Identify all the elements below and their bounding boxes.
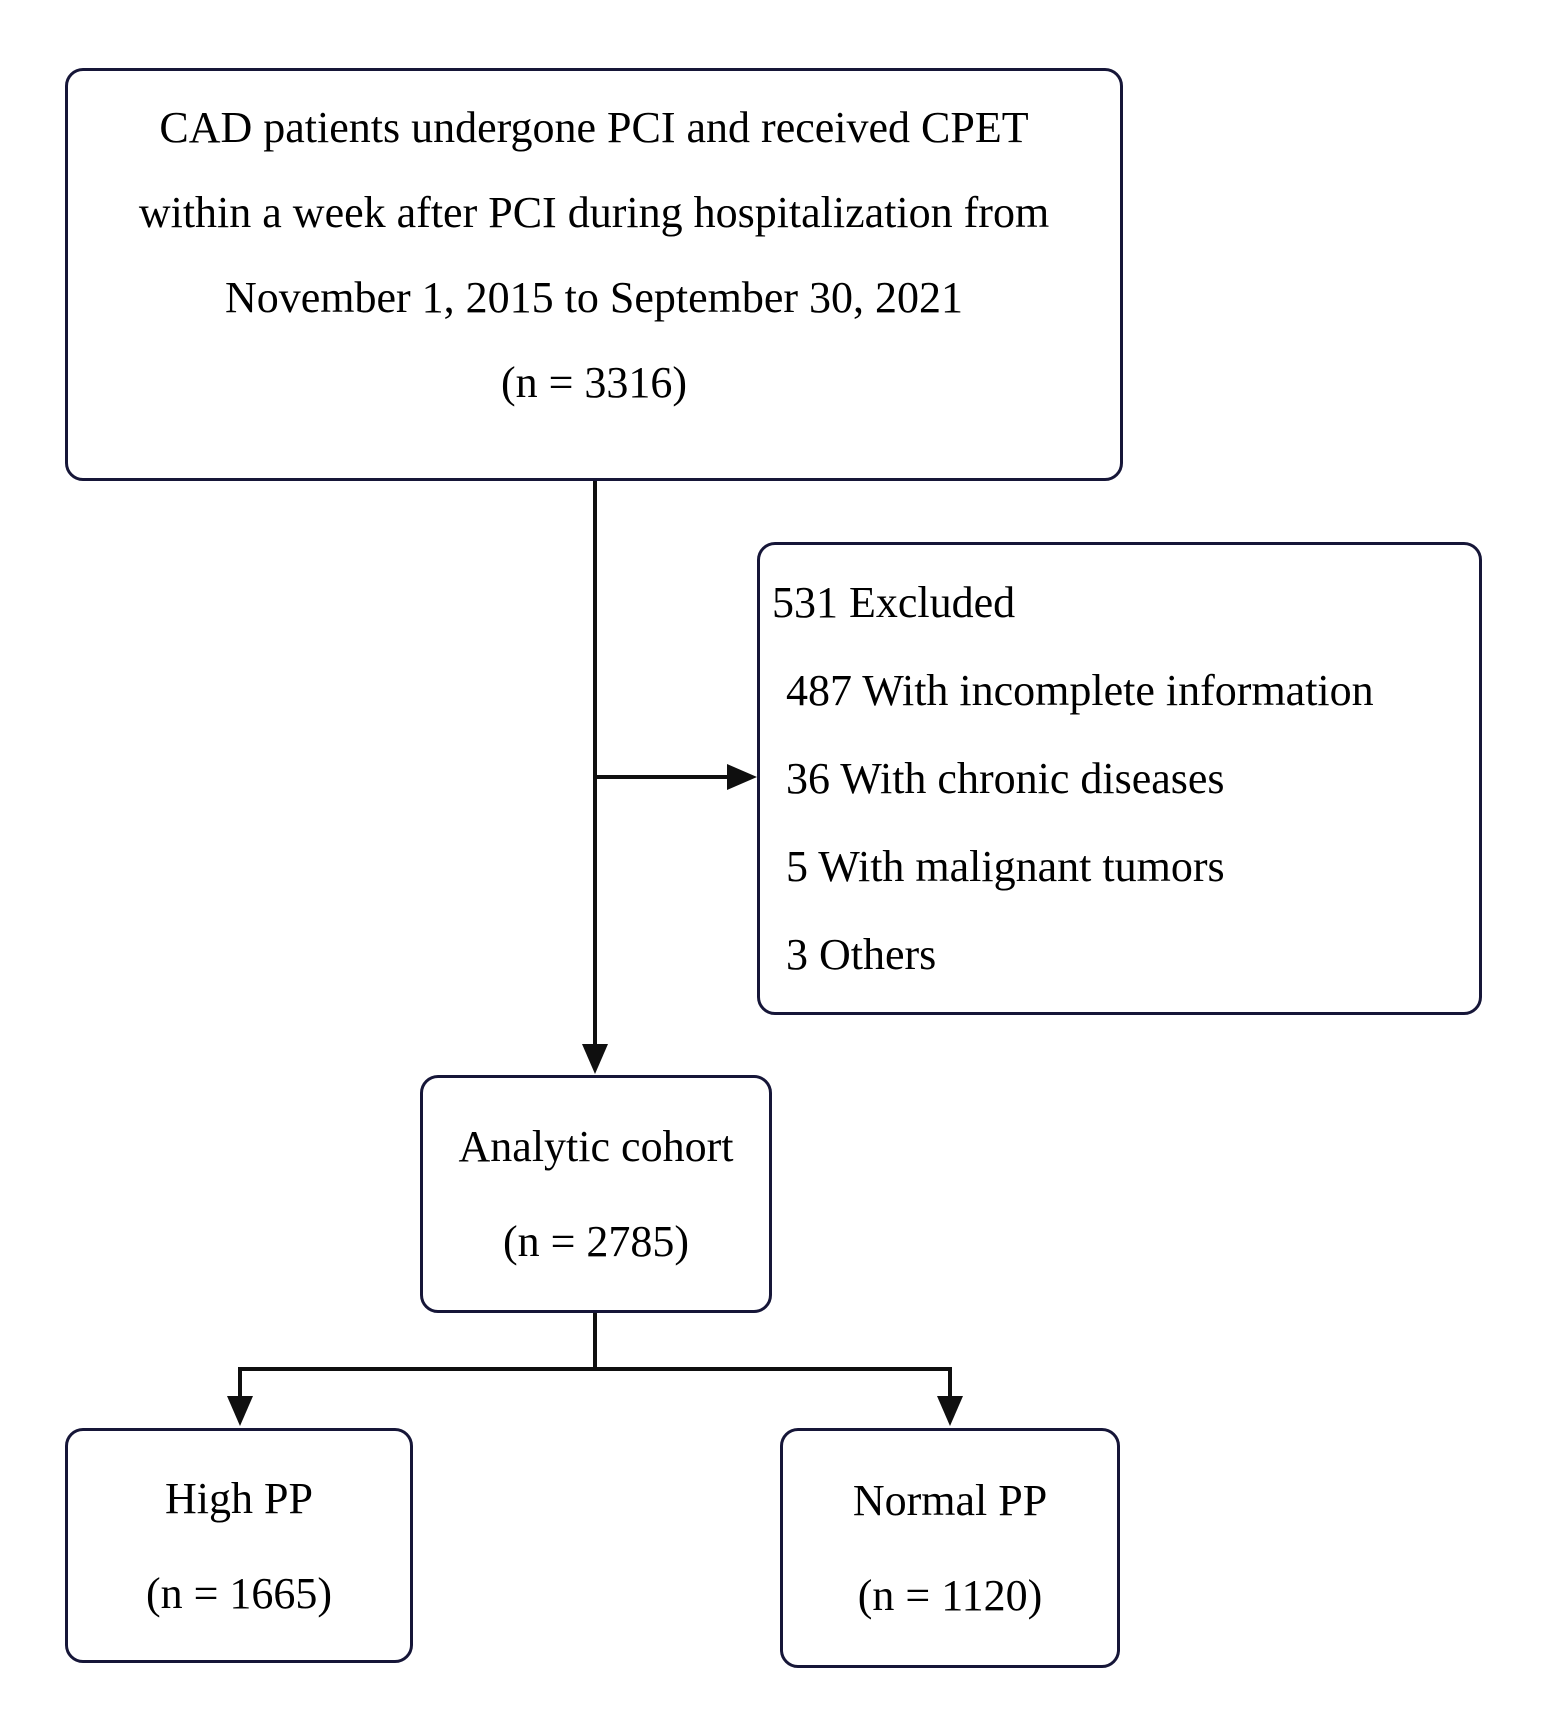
enrollment-box: CAD patients undergone PCI and received … bbox=[65, 68, 1123, 481]
analytic-cohort-label: Analytic cohort bbox=[458, 1122, 734, 1171]
arrowhead-down-analytic bbox=[582, 1044, 608, 1074]
connector-right-drop bbox=[948, 1367, 952, 1397]
high-pp-count: (n = 1665) bbox=[145, 1568, 333, 1618]
normal-pp-label: Normal PP bbox=[852, 1476, 1048, 1525]
excluded-item-chronic-diseases: 36 With chronic diseases bbox=[786, 753, 1225, 803]
enrollment-line-2: within a week after PCI during hospitali… bbox=[138, 188, 1050, 237]
excluded-box: 531 Excluded 487 With incomplete informa… bbox=[757, 542, 1482, 1015]
arrowhead-down-high-pp bbox=[227, 1396, 253, 1426]
connector-excluded-horizontal bbox=[595, 775, 727, 779]
enrollment-line-1: CAD patients undergone PCI and received … bbox=[159, 103, 1029, 152]
excluded-header: 531 Excluded bbox=[772, 577, 1016, 627]
connector-branch-horizontal bbox=[238, 1367, 952, 1371]
arrowhead-right-excluded bbox=[727, 764, 757, 790]
excluded-item-others: 3 Others bbox=[786, 929, 937, 979]
connector-main-vertical bbox=[593, 481, 597, 1044]
analytic-cohort-box: Analytic cohort (n = 2785) bbox=[420, 1075, 772, 1313]
arrowhead-down-normal-pp bbox=[937, 1396, 963, 1426]
normal-pp-box: Normal PP (n = 1120) bbox=[780, 1428, 1120, 1668]
excluded-item-malignant-tumors: 5 With malignant tumors bbox=[786, 841, 1225, 891]
enrollment-count: (n = 3316) bbox=[500, 358, 688, 407]
high-pp-box: High PP (n = 1665) bbox=[65, 1428, 413, 1663]
excluded-item-incomplete-information: 487 With incomplete information bbox=[786, 665, 1374, 715]
connector-left-drop bbox=[238, 1367, 242, 1397]
enrollment-line-3: November 1, 2015 to September 30, 2021 bbox=[224, 273, 964, 322]
connector-stem-vertical bbox=[593, 1313, 597, 1369]
high-pp-label: High PP bbox=[165, 1473, 313, 1523]
analytic-cohort-count: (n = 2785) bbox=[502, 1217, 690, 1266]
normal-pp-count: (n = 1120) bbox=[857, 1571, 1043, 1620]
